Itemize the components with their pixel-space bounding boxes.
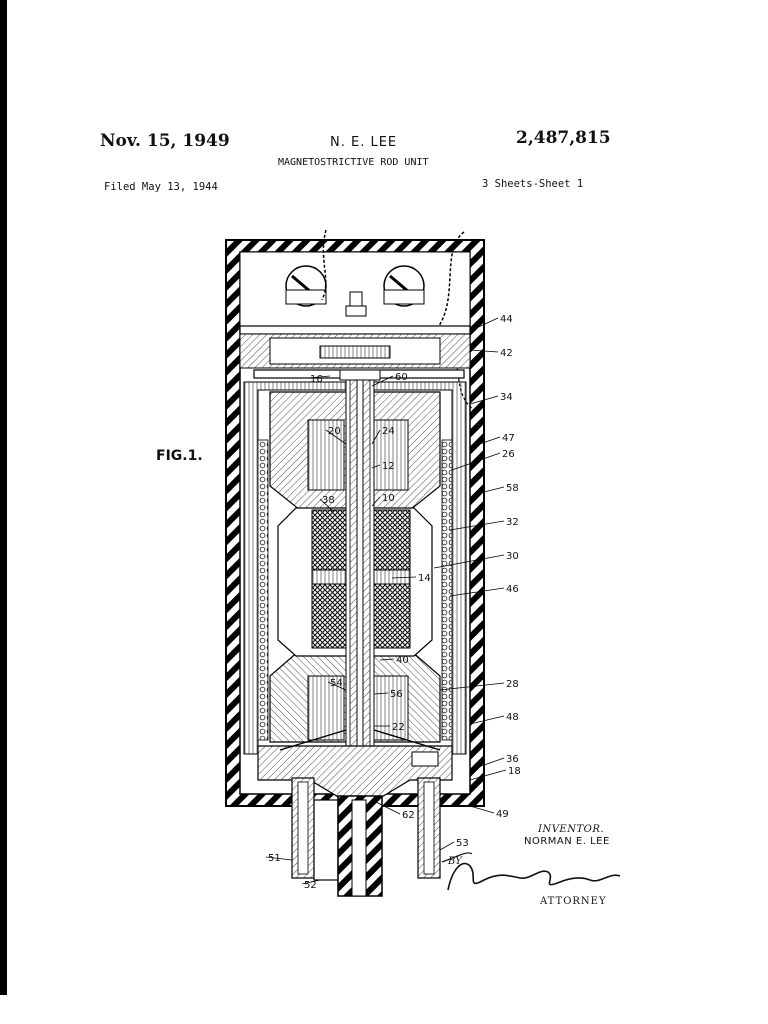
figure-label: FIG.1.: [156, 448, 203, 464]
reference-numeral-47: 47: [502, 433, 515, 444]
leader-line: [265, 856, 293, 861]
reference-numeral-14: 14: [418, 573, 431, 584]
reference-numeral-51: 51: [268, 853, 281, 864]
leader-line: [473, 436, 501, 447]
reference-numeral-22: 22: [392, 722, 405, 733]
leader-line: [319, 498, 335, 513]
leader-line: [469, 757, 505, 771]
leader-line: [439, 682, 505, 691]
reference-numeral-30: 30: [506, 551, 519, 562]
leader-line: [451, 452, 501, 471]
reference-numeral-54: 54: [330, 678, 343, 689]
by-label: BY: [448, 856, 462, 867]
reference-numeral-52: 52: [304, 880, 317, 891]
terminal-prongs: [291, 777, 441, 897]
reference-numeral-12: 12: [382, 461, 395, 472]
reference-numeral-48: 48: [506, 712, 519, 723]
reference-numeral-62: 62: [402, 810, 415, 821]
leader-line: [469, 349, 499, 353]
leader-line: [379, 658, 395, 661]
leader-line: [439, 841, 455, 851]
leader-line: [475, 486, 505, 495]
leader-line: [371, 799, 401, 815]
leader-line: [327, 681, 347, 691]
reference-numeral-28: 28: [506, 679, 519, 690]
leader-line: [433, 554, 505, 569]
leader-line: [469, 769, 507, 781]
margin-rule: [0, 0, 7, 995]
reference-numeral-20: 20: [328, 426, 341, 437]
sheet-count: 3 Sheets-Sheet 1: [482, 178, 584, 190]
inventor-label: INVENTOR.: [538, 824, 605, 835]
reference-numerals: 44 42 16 60 34 47 20 24 12 26 58 38 10 32 30 14 46 40 28 54…: [265, 314, 521, 891]
reference-numeral-18: 18: [508, 766, 521, 777]
top-cap: [239, 229, 475, 411]
terminal-screw-right-icon: [383, 265, 425, 307]
patent-title: MAGNETOSTRICTIVE ROD UNIT: [278, 157, 429, 168]
leader-line: [371, 429, 381, 445]
reference-numeral-24: 24: [382, 426, 395, 437]
outer-winding: [257, 439, 453, 741]
leader-line: [469, 395, 499, 405]
attorney-signature: [441, 852, 621, 891]
reference-numeral-49: 49: [496, 809, 509, 820]
reference-numeral-40: 40: [396, 655, 409, 666]
leader-line: [371, 375, 394, 387]
patent-date: Nov. 15, 1949: [100, 131, 230, 151]
reference-numeral-26: 26: [502, 449, 515, 460]
inventor-full-name: NORMAN E. LEE: [524, 836, 610, 847]
leader-line: [307, 375, 331, 379]
inventor-short-name: N. E. LEE: [330, 135, 398, 150]
leader-line: [469, 715, 505, 725]
leader-line: [449, 587, 505, 597]
leader-line: [469, 805, 495, 814]
leader-line: [371, 464, 381, 469]
reference-numeral-42: 42: [500, 348, 513, 359]
leader-line: [391, 576, 417, 579]
reference-numeral-36: 36: [506, 754, 519, 765]
reference-numeral-32: 32: [506, 517, 519, 528]
attorney-label: ATTORNEY: [540, 896, 607, 907]
reference-numeral-34: 34: [500, 392, 513, 403]
leader-line: [373, 692, 389, 695]
leader-line: [471, 317, 499, 331]
leader-line: [371, 496, 381, 507]
reference-numeral-38: 38: [322, 495, 335, 506]
reference-numeral-53: 53: [456, 838, 469, 849]
reference-numeral-60: 60: [395, 372, 408, 383]
reference-numeral-44: 44: [500, 314, 513, 325]
base-assembly: [257, 729, 453, 799]
reference-numeral-46: 46: [506, 584, 519, 595]
patent-number: 2,487,815: [516, 128, 611, 148]
leader-line: [301, 879, 321, 885]
reference-numeral-56: 56: [390, 689, 403, 700]
reference-numeral-10: 10: [382, 493, 395, 504]
magnetostrictive-rod: [339, 369, 381, 799]
reference-numeral-16: 16: [310, 374, 323, 385]
reference-numeral-58: 58: [506, 483, 519, 494]
terminal-screw-left-icon: [285, 265, 327, 307]
leader-line: [449, 520, 505, 531]
leader-line: [325, 429, 347, 445]
filed-date: Filed May 13, 1944: [104, 181, 218, 193]
